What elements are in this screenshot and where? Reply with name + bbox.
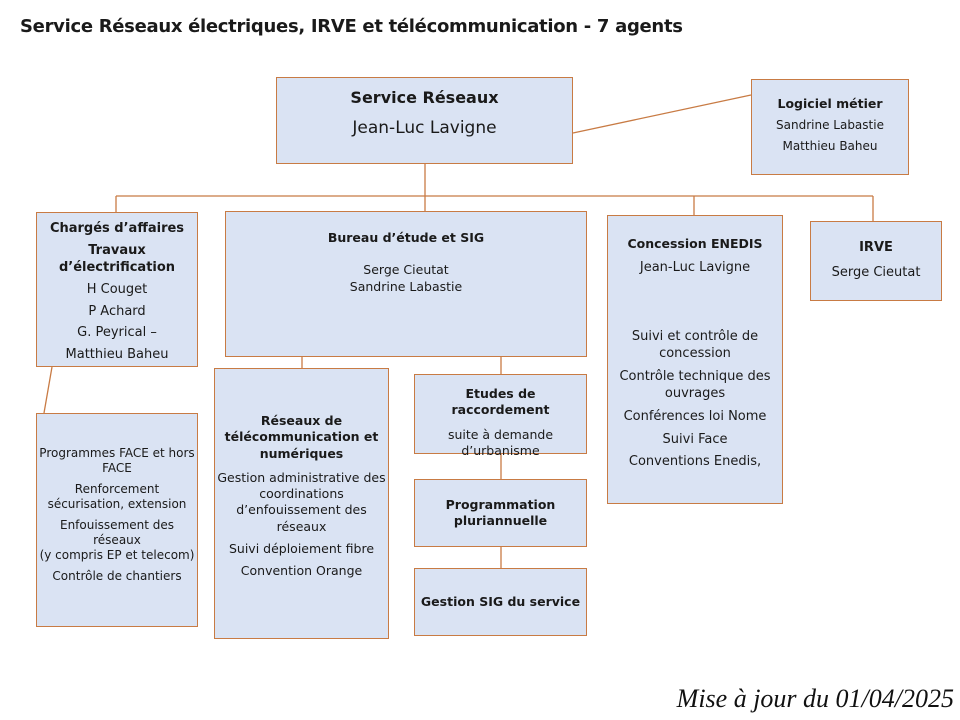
logiciel-metier-title: Logiciel métier <box>777 96 883 111</box>
concession-enedis-item: Conférences loi Nome <box>623 408 767 424</box>
etudes-raccordement-detail: suite à demande d’urbanisme <box>447 426 554 458</box>
bureau-etude-member: Sandrine Labastie <box>349 278 463 294</box>
connector-charges-programmes <box>43 366 53 414</box>
charges-affaires-member: H Couget <box>86 281 148 297</box>
reseaux-telecom-item: Suivi déploiement fibre <box>228 540 375 556</box>
gestion-sig-box: Gestion SIG du service <box>414 568 587 636</box>
charges-affaires-member: P Achard <box>88 303 146 319</box>
etudes-raccordement-box: Etudes de raccordement suite à demande d… <box>414 374 587 458</box>
concession-enedis-item: Conventions Enedis, <box>628 454 762 470</box>
charges-affaires-box: Chargés d’affaires Travaux d’électrifica… <box>36 212 198 367</box>
bureau-etude-member: Serge Cieutat <box>363 262 449 278</box>
concession-enedis-box: Concession ENEDIS Jean-Luc Lavigne Suivi… <box>607 215 783 504</box>
charges-affaires-subtitle: Travaux d’électrification <box>58 242 176 275</box>
reseaux-telecom-item: Gestion administrative des coordinations… <box>217 469 386 534</box>
reseaux-telecom-item: Convention Orange <box>240 563 363 578</box>
concession-enedis-item: Contrôle technique des ouvrages <box>619 368 771 401</box>
service-reseaux-box: Service Réseaux Jean-Luc Lavigne <box>276 77 573 164</box>
programmes-item: (y compris EP et telecom) <box>39 548 195 562</box>
concession-enedis-head: Jean-Luc Lavigne <box>639 260 751 276</box>
programmes-item: Programmes FACE et hors FACE <box>39 446 195 475</box>
service-reseaux-title: Service Réseaux <box>350 88 499 107</box>
irve-title: IRVE <box>859 240 893 255</box>
irve-box: IRVE Serge Cieutat <box>810 221 942 301</box>
update-date: Mise à jour du 01/04/2025 <box>676 684 954 713</box>
concession-enedis-item: Suivi Face <box>662 431 728 447</box>
logiciel-metier-box: Logiciel métier Sandrine Labastie Matthi… <box>751 79 909 175</box>
concession-enedis-title: Concession ENEDIS <box>627 236 763 251</box>
charges-affaires-member: G. Peyrical – <box>77 325 157 341</box>
reseaux-telecom-box: Réseaux de télécommunication et numériqu… <box>214 368 389 639</box>
programmes-box: Programmes FACE et hors FACE Renforcemen… <box>36 413 198 627</box>
charges-affaires-member: Matthieu Baheu <box>65 347 169 363</box>
concession-enedis-item: Suivi et contrôle de concession <box>631 329 759 362</box>
logiciel-metier-member: Sandrine Labastie <box>776 118 884 133</box>
service-reseaux-head: Jean-Luc Lavigne <box>352 117 497 138</box>
reseaux-telecom-title: Réseaux de télécommunication et numériqu… <box>224 413 379 461</box>
logiciel-metier-member: Matthieu Baheu <box>782 138 878 153</box>
page-title: Service Réseaux électriques, IRVE et tél… <box>20 16 683 37</box>
etudes-raccordement-title: Etudes de raccordement <box>451 386 550 418</box>
programmes-item: Enfouissement des réseaux <box>59 518 175 547</box>
gestion-sig-title: Gestion SIG du service <box>420 593 581 609</box>
connector-service-logiciel <box>572 94 752 134</box>
programmes-item: Renforcement sécurisation, extension <box>47 482 187 511</box>
programmation-pluriannuelle-title: Programmation pluriannuelle <box>445 496 556 528</box>
programmation-pluriannuelle-box: Programmation pluriannuelle <box>414 479 587 547</box>
irve-member: Serge Cieutat <box>831 264 921 280</box>
bureau-etude-box: Bureau d’étude et SIG Serge Cieutat Sand… <box>225 211 587 357</box>
programmes-item: Contrôle de chantiers <box>52 569 182 583</box>
bureau-etude-title: Bureau d’étude et SIG <box>327 230 485 245</box>
charges-affaires-title: Chargés d’affaires <box>49 221 185 236</box>
